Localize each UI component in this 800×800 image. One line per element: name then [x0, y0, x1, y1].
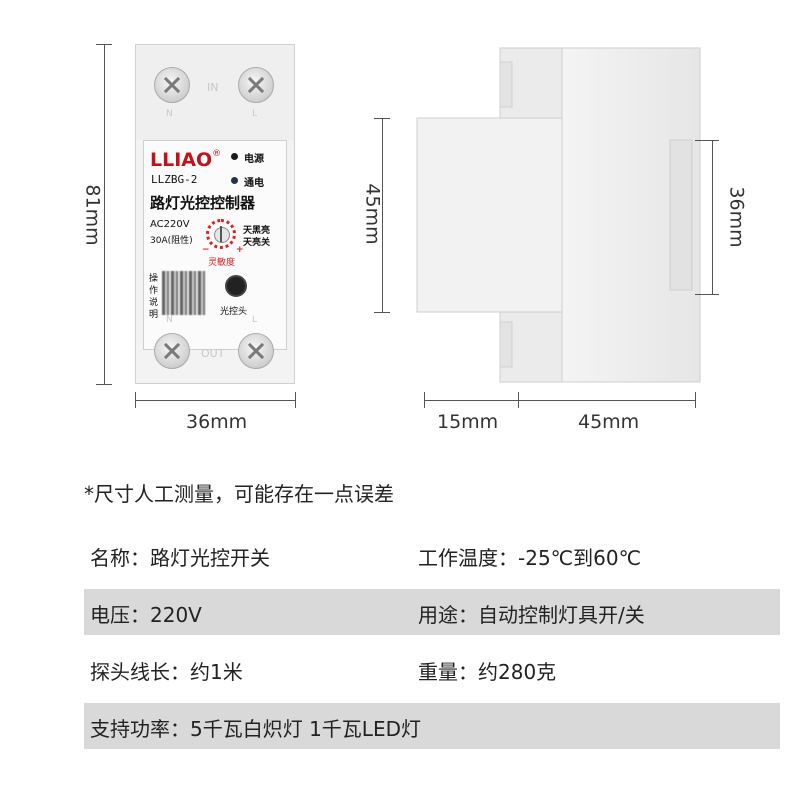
spec-right: 重量：约280克	[418, 660, 557, 684]
side-view: 45mm 36mm 15mm 45mm	[340, 0, 800, 440]
height-dim-label: 81mm	[81, 184, 104, 246]
spec-left: 电压：220V	[90, 603, 202, 627]
device-front: IN N L LLIAO® 电源 LLZBG-2 通电 路灯光控控制器 AC22…	[135, 44, 295, 384]
registered-mark: ®	[212, 149, 222, 159]
qr-code-icon	[162, 271, 206, 315]
manual-label-1: 操	[149, 274, 159, 284]
height-dim-line	[104, 44, 105, 384]
width-dim-label: 36mm	[186, 411, 248, 433]
bottom-terminal-l: L	[252, 315, 258, 325]
terminal-screw-icon	[154, 333, 190, 369]
terminal-screw-icon	[238, 67, 274, 103]
current-rating: 30A(阻性)	[150, 236, 193, 246]
spec-left: 探头线长：约1米	[90, 660, 243, 684]
dial-plus: +	[236, 245, 244, 255]
spec-row: 支持功率：5千瓦白炽灯 1千瓦LED灯	[84, 703, 780, 749]
voltage-rating: AC220V	[150, 219, 190, 230]
depth-tick-right	[695, 392, 696, 408]
height-dim-tick-bottom	[96, 384, 112, 385]
manual-label-4: 明	[149, 310, 159, 320]
top-terminal-l: L	[252, 109, 258, 119]
on-indicator-label: 通电	[244, 178, 264, 189]
spec-right: 用途：自动控制灯具开/关	[418, 603, 645, 627]
spec-row: 电压：220V 用途：自动控制灯具开/关	[84, 589, 780, 635]
sensitivity-label: 灵敏度	[208, 258, 236, 268]
spec-row: 探头线长：约1米 重量：约280克	[84, 646, 780, 692]
terminal-screw-icon	[154, 67, 190, 103]
dial-dark-on-label: 天黑亮	[243, 226, 271, 236]
brand-name: LLIAO	[150, 149, 213, 171]
depth-line	[424, 400, 695, 401]
side-height-line	[382, 118, 383, 312]
terminal-screw-icon	[238, 333, 274, 369]
spec-left: 支持功率：5千瓦白炽灯 1千瓦LED灯	[90, 717, 421, 741]
spec-left: 名称：路灯光控开关	[90, 546, 270, 570]
spec-row: 名称：路灯光控开关 工作温度：-25℃到60℃	[84, 532, 780, 578]
on-led-icon	[231, 177, 238, 184]
measurement-note: *尺寸人工测量，可能存在一点误差	[84, 482, 394, 506]
rail-dim-label: 36mm	[725, 186, 748, 248]
side-profile	[416, 47, 701, 383]
sensor-label: 光控头	[220, 307, 248, 317]
power-led-icon	[231, 153, 238, 160]
bottom-terminal-n: N	[166, 315, 173, 325]
rail-dim-tick-bottom	[695, 294, 719, 295]
top-terminals-label: IN	[207, 81, 219, 94]
sensor-jack-icon	[225, 275, 247, 297]
depth-rear-label: 45mm	[578, 411, 640, 433]
width-dim-tick-right	[295, 392, 296, 408]
front-view: 81mm IN N L LLIAO® 电源 LLZBG-2 通电 路灯光控控制器…	[0, 0, 320, 440]
dial-minus: −	[202, 245, 210, 255]
manual-label-3: 说	[149, 298, 159, 308]
power-indicator-label: 电源	[244, 154, 264, 165]
model-number: LLZBG-2	[151, 173, 198, 186]
top-terminal-n: N	[166, 109, 173, 119]
label-panel: LLIAO® 电源 LLZBG-2 通电 路灯光控控制器 AC220V 30A(…	[143, 140, 287, 350]
spec-right: 工作温度：-25℃到60℃	[418, 546, 642, 570]
dial-bright-off-label: 天亮关	[243, 238, 271, 248]
brand-logo: LLIAO®	[150, 149, 221, 171]
rail-dim-line	[712, 140, 713, 294]
depth-front-label: 15mm	[437, 411, 499, 433]
side-height-tick-bottom	[374, 312, 390, 313]
rail-dim-tick-top	[695, 140, 719, 141]
bottom-terminals-label: OUT	[201, 347, 225, 360]
sensitivity-dial-icon	[206, 219, 236, 249]
manual-label-2: 作	[149, 286, 159, 296]
product-name: 路灯光控控制器	[150, 194, 256, 212]
width-dim-line	[135, 400, 295, 401]
